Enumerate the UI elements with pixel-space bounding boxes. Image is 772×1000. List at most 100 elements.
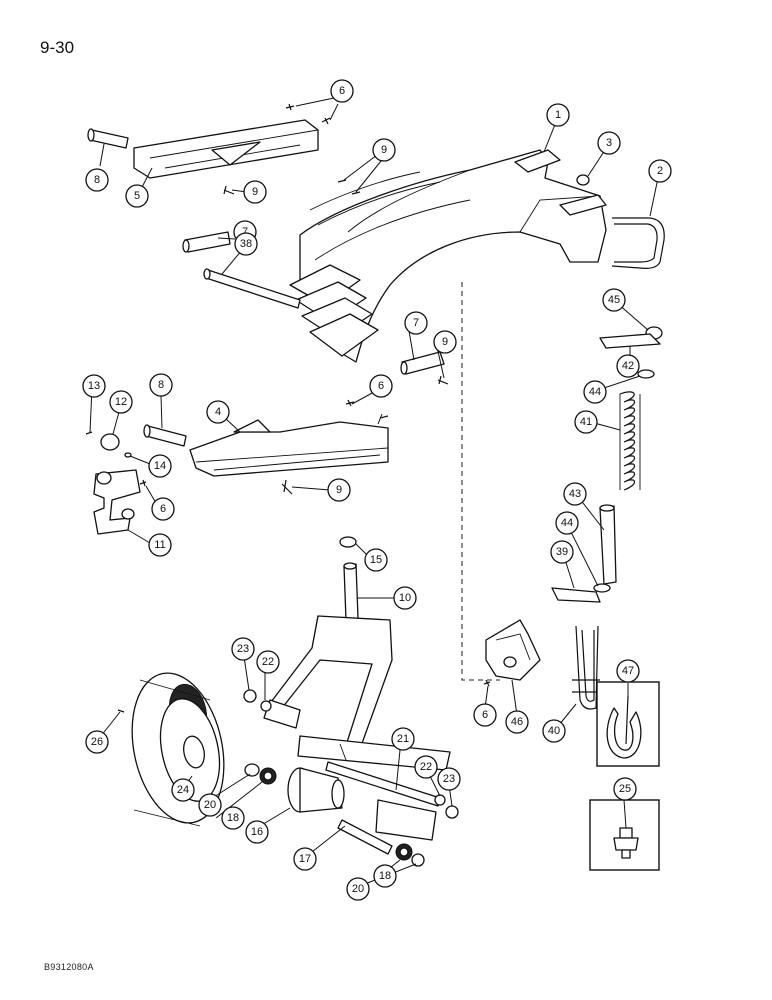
svg-text:23: 23 (443, 773, 455, 785)
svg-text:1: 1 (555, 109, 561, 121)
callout-20-left: 20 (198, 793, 222, 817)
callout-9-top: 9 (372, 138, 396, 162)
part-6-cotter-upper-1 (285, 103, 295, 111)
callout-6-bracket: 6 (151, 497, 175, 521)
svg-text:40: 40 (548, 725, 560, 737)
main-arm-assembly (289, 149, 607, 363)
callout-7-lower: 7 (404, 311, 428, 335)
part-15-washer (339, 536, 357, 548)
callout-17: 17 (293, 847, 317, 871)
callout-23-right: 23 (437, 767, 461, 791)
svg-text:17: 17 (299, 853, 311, 865)
part-13-washer (85, 431, 93, 435)
callout-8-lower: 8 (149, 373, 173, 397)
svg-text:9: 9 (252, 186, 258, 198)
part-9-cotter-lower (437, 375, 449, 385)
callout-39: 39 (550, 540, 574, 564)
part-8-pin-lower (145, 425, 187, 447)
callout-21: 21 (391, 727, 415, 751)
svg-text:9: 9 (442, 336, 448, 348)
callout-41: 41 (574, 410, 598, 434)
callout-9-lower-arm: 9 (327, 478, 351, 502)
svg-text:47: 47 (622, 665, 634, 677)
callout-2: 2 (648, 159, 672, 183)
part-9-cotter-mid-1 (337, 179, 347, 183)
callout-1: 1 (546, 103, 570, 127)
callout-9-upper-arm: 9 (243, 180, 267, 204)
part-9-cotter-mid-2 (351, 191, 361, 195)
part-41-spring (619, 391, 641, 491)
callout-14: 14 (148, 454, 172, 478)
svg-text:44: 44 (561, 517, 573, 529)
part-44-washer-upper (637, 369, 655, 379)
part-44-washer-lower (593, 583, 611, 593)
svg-text:18: 18 (379, 870, 391, 882)
part-23-bearing-right (445, 805, 459, 819)
page-number: 9-30 (40, 38, 75, 57)
callout-18-left: 18 (221, 806, 245, 830)
svg-text:22: 22 (420, 761, 432, 773)
part-9-cotter-arm (281, 479, 293, 495)
part-22-race-right (434, 794, 446, 806)
part-6-cotter-lower-2 (379, 415, 389, 419)
svg-text:15: 15 (370, 554, 382, 566)
part-40-u-bolt (575, 625, 599, 710)
part-18-bearing-left-bore (263, 771, 273, 781)
part-16-hub (287, 767, 345, 813)
part-14-bolt (124, 452, 132, 458)
callout-40: 40 (542, 719, 566, 743)
part-20-washer-left (244, 763, 260, 777)
part-11-bracket (93, 469, 141, 535)
callout-22-right: 22 (414, 755, 438, 779)
callout-46: 46 (505, 710, 529, 734)
part-43-tube (599, 505, 617, 585)
part-6-cotter-bracket (139, 479, 147, 487)
part-40-u-bolt-lower (572, 679, 600, 693)
part-38-rod (205, 269, 301, 309)
part-25-fitting (613, 827, 639, 859)
svg-text:3: 3 (606, 137, 612, 149)
callout-8-upper: 8 (85, 168, 109, 192)
part-38-rod-end (203, 268, 211, 280)
svg-text:16: 16 (251, 826, 263, 838)
part-22-race-left (260, 700, 272, 712)
part-8-pin-upper-end (87, 128, 95, 142)
svg-text:12: 12 (115, 396, 127, 408)
svg-text:6: 6 (482, 709, 488, 721)
part-43-tube-top (599, 504, 615, 512)
callout-3: 3 (597, 131, 621, 155)
callout-16: 16 (245, 820, 269, 844)
part-47-strap (606, 695, 642, 759)
callout-6-upper: 6 (330, 79, 354, 103)
svg-text:20: 20 (352, 883, 364, 895)
svg-text:21: 21 (397, 733, 409, 745)
callout-15: 15 (364, 548, 388, 572)
svg-text:39: 39 (556, 546, 568, 558)
callout-6-mount: 6 (473, 703, 497, 727)
svg-text:8: 8 (94, 174, 100, 186)
callout-13: 13 (82, 374, 106, 398)
callout-20-right: 20 (346, 877, 370, 901)
svg-text:5: 5 (134, 190, 140, 202)
part-8-pin-upper (89, 129, 129, 149)
svg-text:25: 25 (619, 783, 631, 795)
part-6-cotter-lower-1 (345, 399, 355, 407)
svg-text:38: 38 (240, 238, 252, 250)
svg-text:41: 41 (580, 416, 592, 428)
callout-24: 24 (171, 778, 195, 802)
part-23-bearing-left (243, 689, 257, 703)
part-7-pin-lower-end (400, 361, 408, 375)
callout-10: 10 (393, 586, 417, 610)
svg-text:6: 6 (378, 380, 384, 392)
callout-25: 25 (613, 777, 637, 801)
callout-45: 45 (602, 288, 626, 312)
callout-22-left: 22 (256, 650, 280, 674)
svg-text:42: 42 (622, 360, 634, 372)
svg-text:6: 6 (339, 85, 345, 97)
part-39-plate (551, 587, 601, 603)
part-7-pin-upper (184, 231, 231, 253)
svg-text:6: 6 (160, 503, 166, 515)
part-8-pin-lower-end (143, 424, 151, 438)
part-46-mount-bracket (485, 619, 541, 681)
